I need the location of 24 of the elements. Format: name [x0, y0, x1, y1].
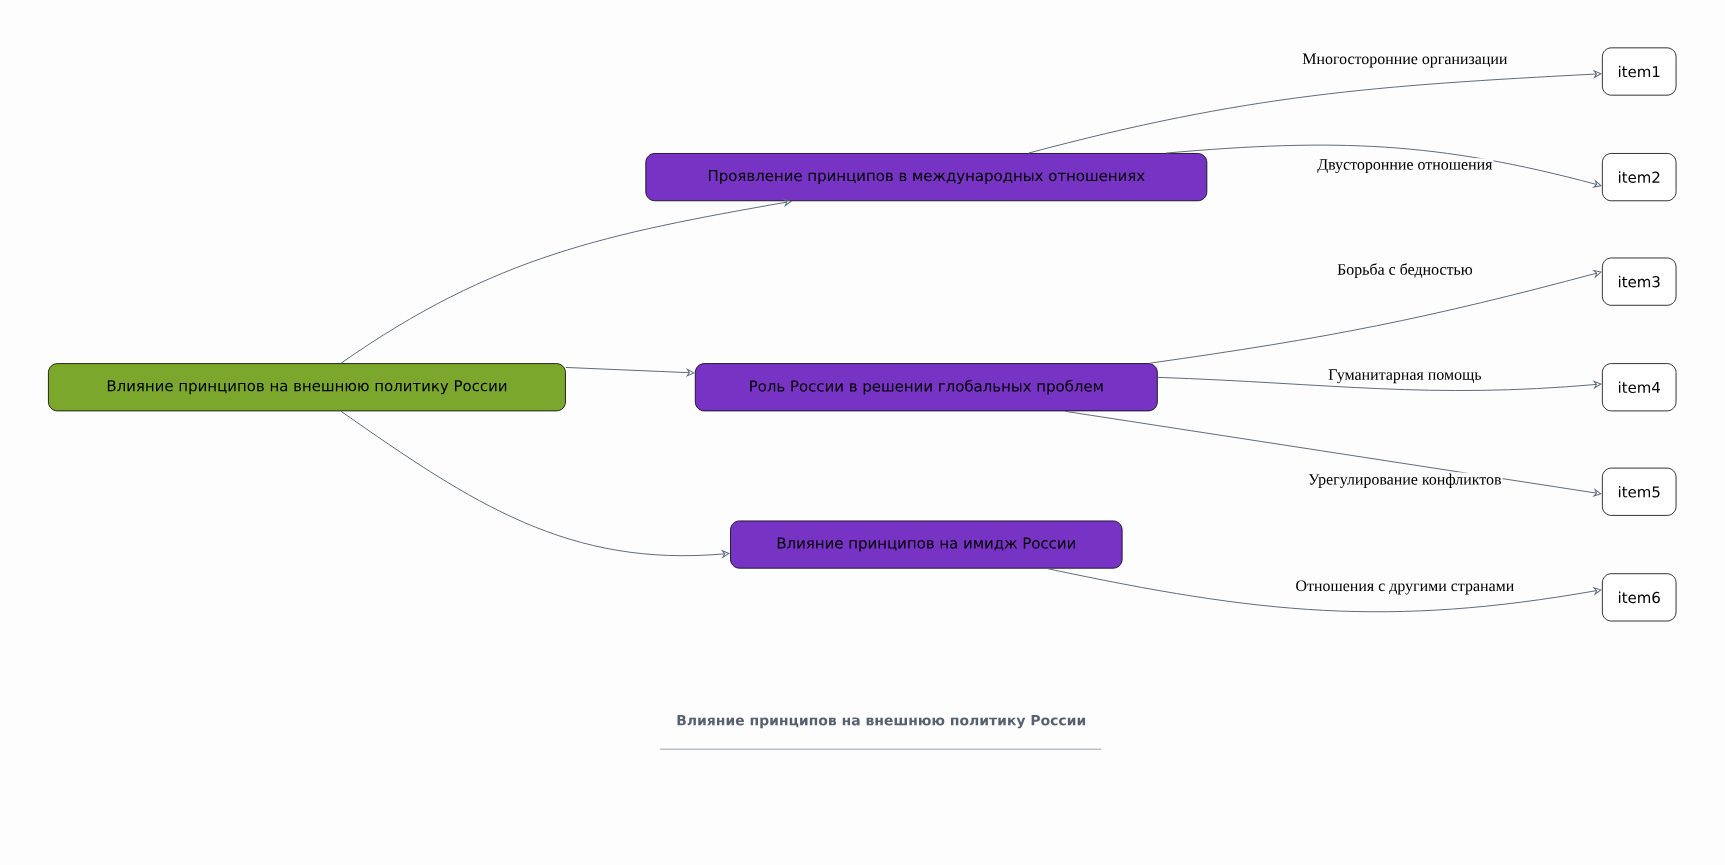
item-box: item2 [1601, 153, 1677, 202]
caption: Влияние принципов на внешнюю политику России [677, 715, 1086, 729]
item-box: item3 [1601, 257, 1677, 306]
topic-box: Роль России в решении глобальных проблем [694, 363, 1158, 412]
edge-label: Борьба с бедностью [1336, 262, 1474, 280]
arrow [340, 198, 792, 364]
arrow [1046, 568, 1602, 613]
arrow [1064, 410, 1602, 497]
arrow [340, 410, 730, 558]
root-box: Влияние принципов на внешнюю политику России [48, 363, 566, 412]
edge-label: Гуманитарная помощь [1327, 368, 1483, 385]
item-box: item6 [1601, 573, 1677, 622]
arrow [1149, 270, 1602, 364]
arrow [1157, 377, 1602, 392]
edge-label: Двусторонние отношения [1316, 158, 1494, 175]
topic-box: Влияние принципов на имидж России [730, 520, 1123, 569]
item-box: item1 [1601, 47, 1677, 96]
item-box: item4 [1601, 363, 1677, 412]
arrow [1028, 70, 1602, 154]
arrow [565, 367, 695, 377]
item-box: item5 [1601, 467, 1677, 516]
topic-box: Проявление принципов в международных отношениях [645, 153, 1208, 202]
edge-label: Отношения с другими странами [1294, 579, 1516, 596]
arrow [1165, 144, 1602, 188]
